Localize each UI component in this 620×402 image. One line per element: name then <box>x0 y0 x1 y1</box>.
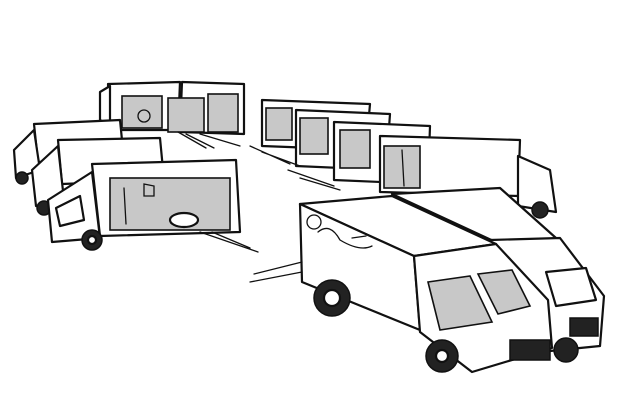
truck-front-main <box>249 194 554 374</box>
truck-back-right-row <box>249 98 558 219</box>
truck-back-left <box>98 80 246 149</box>
truck-left-front <box>46 158 259 253</box>
truck-front-right <box>390 186 606 363</box>
